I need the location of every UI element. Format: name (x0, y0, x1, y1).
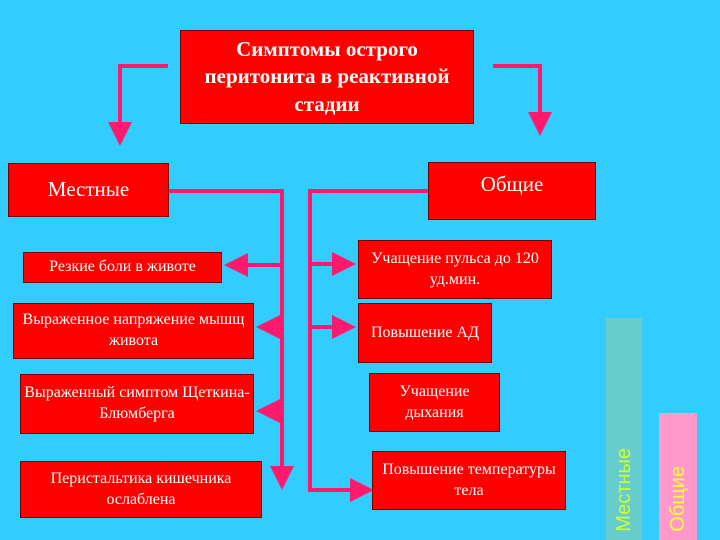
local-symptom-3-text: Выраженный симптом Щеткина-Блюмберга (24, 384, 250, 422)
general-symptom-1-text: Учащение пульса до 120 уд.мин. (371, 249, 539, 288)
local-symptom-2: Выраженное напряжение мышщ живота (13, 303, 254, 359)
local-symptom-1-text: Резкие боли в животе (49, 258, 196, 276)
general-symptom-1: Учащение пульса до 120 уд.мин. (358, 240, 552, 299)
local-symptom-4: Перистальтика кишечника ослаблена (20, 461, 262, 518)
local-symptom-2-text: Выраженное напряжение мышщ живота (22, 311, 245, 349)
local-symptom-3: Выраженный симптом Щеткина-Блюмберга (20, 374, 254, 434)
local-symptom-4-text: Перистальтика кишечника ослаблена (50, 469, 232, 508)
general-symptom-2: Повышение АД (358, 303, 492, 363)
general-symptom-2-text: Повышение АД (371, 323, 479, 341)
general-heading: Общие (480, 172, 544, 196)
general-symptom-3: Учащение дыхания (369, 373, 500, 432)
general-symptom-4-text: Повышение температуры тела (382, 460, 556, 499)
local-heading: Местные (47, 177, 130, 202)
legend-general-label: Общие (666, 466, 689, 532)
general-symptom-4: Повышение температуры тела (372, 451, 566, 510)
diagram-title: Симптомы острого перитонита в реактивной… (180, 30, 474, 124)
diagram-title-text: Симптомы острого перитонита в реактивной… (204, 37, 450, 116)
legend-local: Местные (606, 318, 642, 540)
general-symptom-3-text: Учащение дыхания (399, 382, 470, 421)
general-heading-box: Общие (428, 162, 596, 220)
legend-general: Общие (659, 413, 697, 540)
local-symptom-1: Резкие боли в животе (23, 252, 222, 283)
legend-local-label: Местные (612, 448, 635, 532)
local-heading-box: Местные (8, 163, 169, 217)
